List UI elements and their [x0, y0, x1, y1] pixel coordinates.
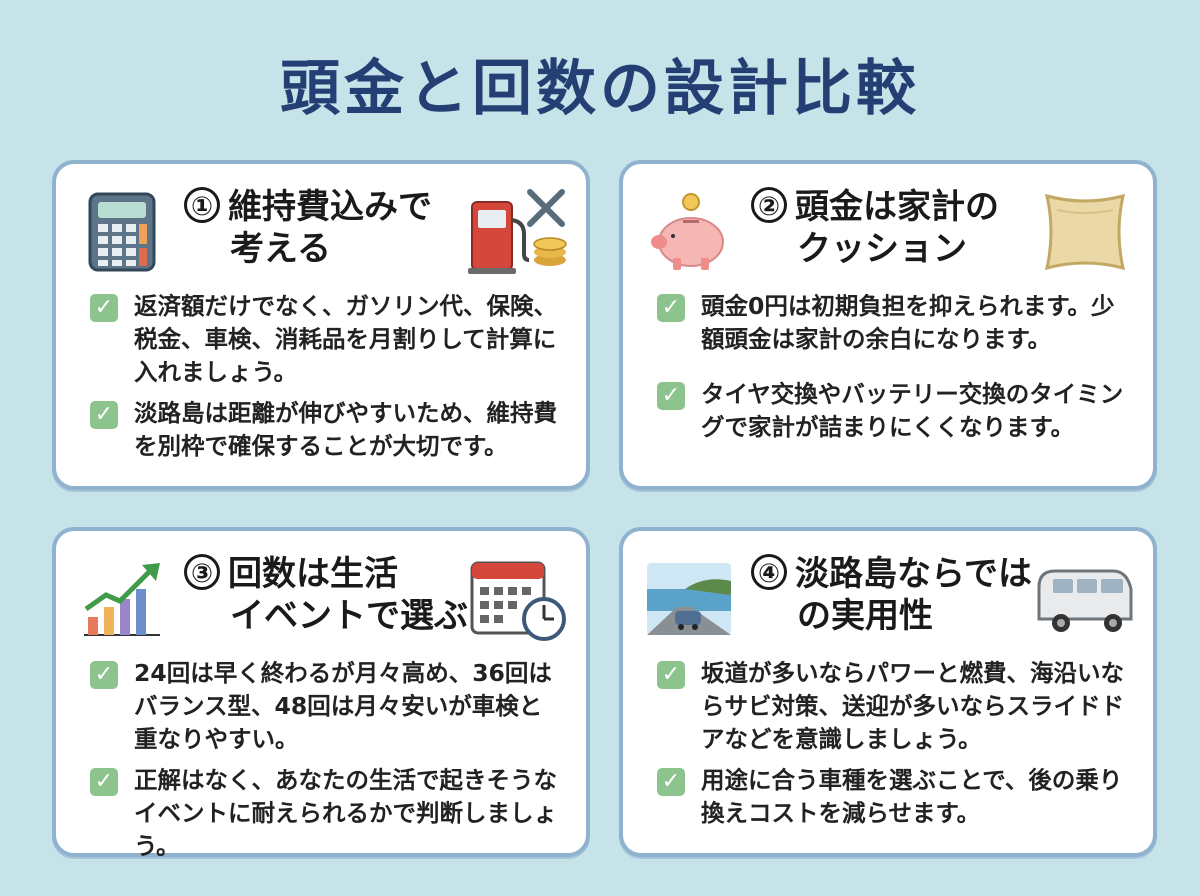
cushion-icon: [1045, 193, 1125, 271]
check-icon: ✓: [657, 661, 685, 689]
list-item: ✓返済額だけでなく、ガソリン代、保険、税金、車検、消耗品を月割りして計算に入れま…: [90, 290, 565, 389]
check-icon: ✓: [90, 401, 118, 429]
check-icon: ✓: [90, 294, 118, 322]
card-items: ✓返済額だけでなく、ガソリン代、保険、税金、車検、消耗品を月割りして計算に入れま…: [90, 290, 565, 471]
step-number: ④: [751, 554, 787, 590]
check-icon: ✓: [90, 661, 118, 689]
coastal-road-car-icon: [647, 563, 731, 635]
check-icon: ✓: [657, 294, 685, 322]
growth-chart-icon: [84, 563, 160, 636]
card-items: ✓坂道が多いならパワーと燃費、海沿いならサビ対策、送迎が多いならスライドドアなど…: [657, 657, 1132, 838]
list-item: ✓淡路島は距離が伸びやすいため、維持費を別枠で確保することが大切です。: [90, 397, 565, 463]
gas-pump-tools-coins-icon: [468, 189, 567, 274]
step-number: ①: [184, 187, 220, 223]
list-item: ✓24回は早く終わるが月々高め、36回はバランス型、48回は月々安いが車検と重な…: [90, 657, 565, 756]
check-icon: ✓: [657, 768, 685, 796]
calendar-clock-icon: [470, 561, 566, 641]
list-item: ✓頭金0円は初期負担を抑えられます。少額頭金は家計の余白になります。: [657, 290, 1132, 356]
list-item: ✓坂道が多いならパワーと燃費、海沿いならサビ対策、送迎が多いならスライドドアなど…: [657, 657, 1132, 756]
page-title: 頭金と回数の設計比較: [280, 54, 920, 124]
step-number: ②: [751, 187, 787, 223]
list-item: ✓タイヤ交換やバッテリー交換のタイミングで家計が詰まりにくくなります。: [657, 378, 1132, 444]
van-icon: [1037, 569, 1133, 632]
list-item: ✓用途に合う車種を選ぶことで、後の乗り換えコストを減らせます。: [657, 764, 1132, 830]
list-item: ✓正解はなく、あなたの生活で起きそうなイベントに耐えられるかで判断しましょう。: [90, 764, 565, 863]
check-icon: ✓: [657, 382, 685, 410]
step-number: ③: [184, 554, 220, 590]
check-icon: ✓: [90, 768, 118, 796]
card-items: ✓24回は早く終わるが月々高め、36回はバランス型、48回は月々安いが車検と重な…: [90, 657, 565, 871]
card-items: ✓頭金0円は初期負担を抑えられます。少額頭金は家計の余白になります。 ✓タイヤ交…: [657, 290, 1132, 452]
calculator-icon: [88, 192, 156, 272]
piggy-bank-icon: [651, 193, 724, 270]
